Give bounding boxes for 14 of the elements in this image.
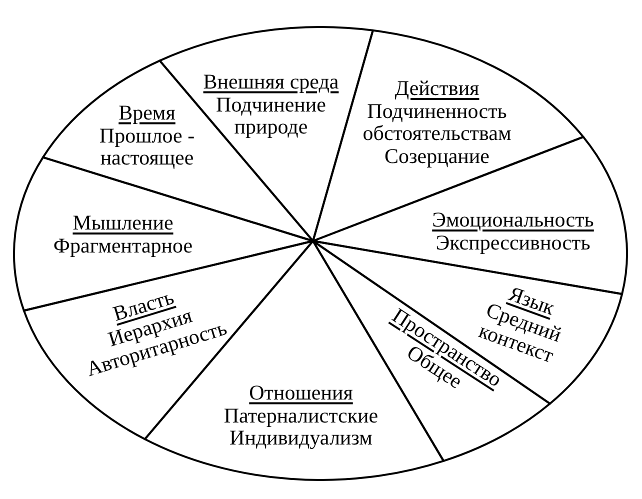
sector-heading: Мышление (72, 212, 174, 234)
sector-heading: Время (118, 101, 176, 124)
sector-text: Индивидуализм (230, 426, 372, 449)
sector-text: Подчинение природе (215, 92, 326, 138)
sector-text: Подчиненность обстоятельствам (362, 100, 512, 144)
sector-heading: Действия (394, 77, 480, 100)
sector-text: Экспрессивность (436, 231, 590, 254)
sector-text: Созерцание (384, 144, 490, 167)
sector-heading: Эмоциональность (432, 208, 594, 231)
sector-text: Фрагментарное (53, 234, 193, 256)
sector-heading: Отношения (249, 381, 353, 404)
sector-text: Патерналистские (224, 404, 378, 426)
sector-heading: Внешняя среда (203, 70, 339, 93)
sector-text: Прошлое - настоящее (98, 124, 196, 169)
